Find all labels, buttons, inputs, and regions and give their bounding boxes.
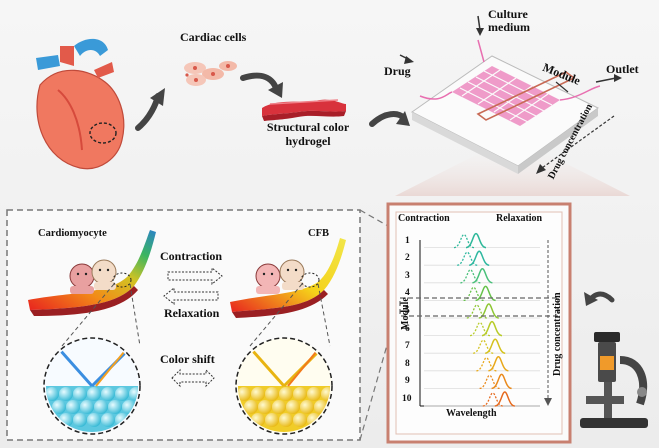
relaxation-peak <box>481 320 503 337</box>
contraction-relaxation-arrows <box>163 266 223 306</box>
module-row-number: 7 <box>405 341 410 352</box>
module-row-number: 5 <box>405 306 410 316</box>
relaxation-label: Relaxation <box>164 306 220 320</box>
module-row-number: 1 <box>405 235 410 246</box>
arrow-cells-to-gel <box>240 72 279 91</box>
spectra-contraction-header: Contraction <box>398 213 450 224</box>
module-row-number: 3 <box>405 270 410 281</box>
microscope-icon <box>580 332 648 428</box>
cfb-label: CFB <box>308 228 329 239</box>
color-shift-arrow <box>171 368 215 388</box>
relaxation-peak <box>485 338 506 354</box>
hydrogel-label-line1: Structural color <box>266 120 350 134</box>
relaxation-peak <box>472 268 493 284</box>
culture-medium-line1: Culture <box>488 7 528 21</box>
spectra-rows <box>424 232 540 407</box>
relaxation-peak <box>491 373 512 390</box>
module-row-number: 10 <box>402 394 412 404</box>
microfluidic-chip-icon <box>411 39 601 174</box>
relaxation-peak <box>494 391 515 407</box>
spectra-relaxation-header: Relaxation <box>496 213 543 224</box>
module-row-number: 4 <box>405 288 410 299</box>
module-row-number: 9 <box>405 376 410 387</box>
module-row-number: 8 <box>405 358 410 369</box>
relaxation-peak <box>469 250 490 266</box>
wavelength-axis-label: Wavelength <box>446 408 497 419</box>
heart-icon <box>36 38 125 170</box>
module-row-number: 2 <box>405 253 410 264</box>
culture-medium-line2: medium <box>488 20 530 34</box>
spectra-drug-concentration-label: Drug concentration <box>552 292 563 376</box>
relaxed-tissue-illustration <box>230 238 346 318</box>
outlet-label: Outlet <box>606 62 639 76</box>
drug-label: Drug <box>384 64 411 78</box>
culture-medium-label: Culture medium <box>488 8 530 34</box>
relaxation-peak <box>478 303 499 319</box>
relaxation-peak <box>465 232 487 249</box>
cardiac-cells-icon <box>184 61 237 86</box>
module-row-number: 6 <box>405 323 410 334</box>
color-shift-label: Color shift <box>160 352 215 366</box>
hydrogel-label-line2: hydrogel <box>285 134 331 148</box>
relaxation-peak <box>488 356 509 372</box>
cardiac-cells-label: Cardiac cells <box>180 30 247 44</box>
hydrogel-sheet-icon <box>262 99 346 121</box>
hydrogel-label: Structural color hydrogel <box>256 120 360 148</box>
contracted-tissue-illustration <box>28 230 156 316</box>
cardiomyocyte-label: Cardiomyocyte <box>38 228 107 239</box>
contraction-label: Contraction <box>160 249 222 263</box>
